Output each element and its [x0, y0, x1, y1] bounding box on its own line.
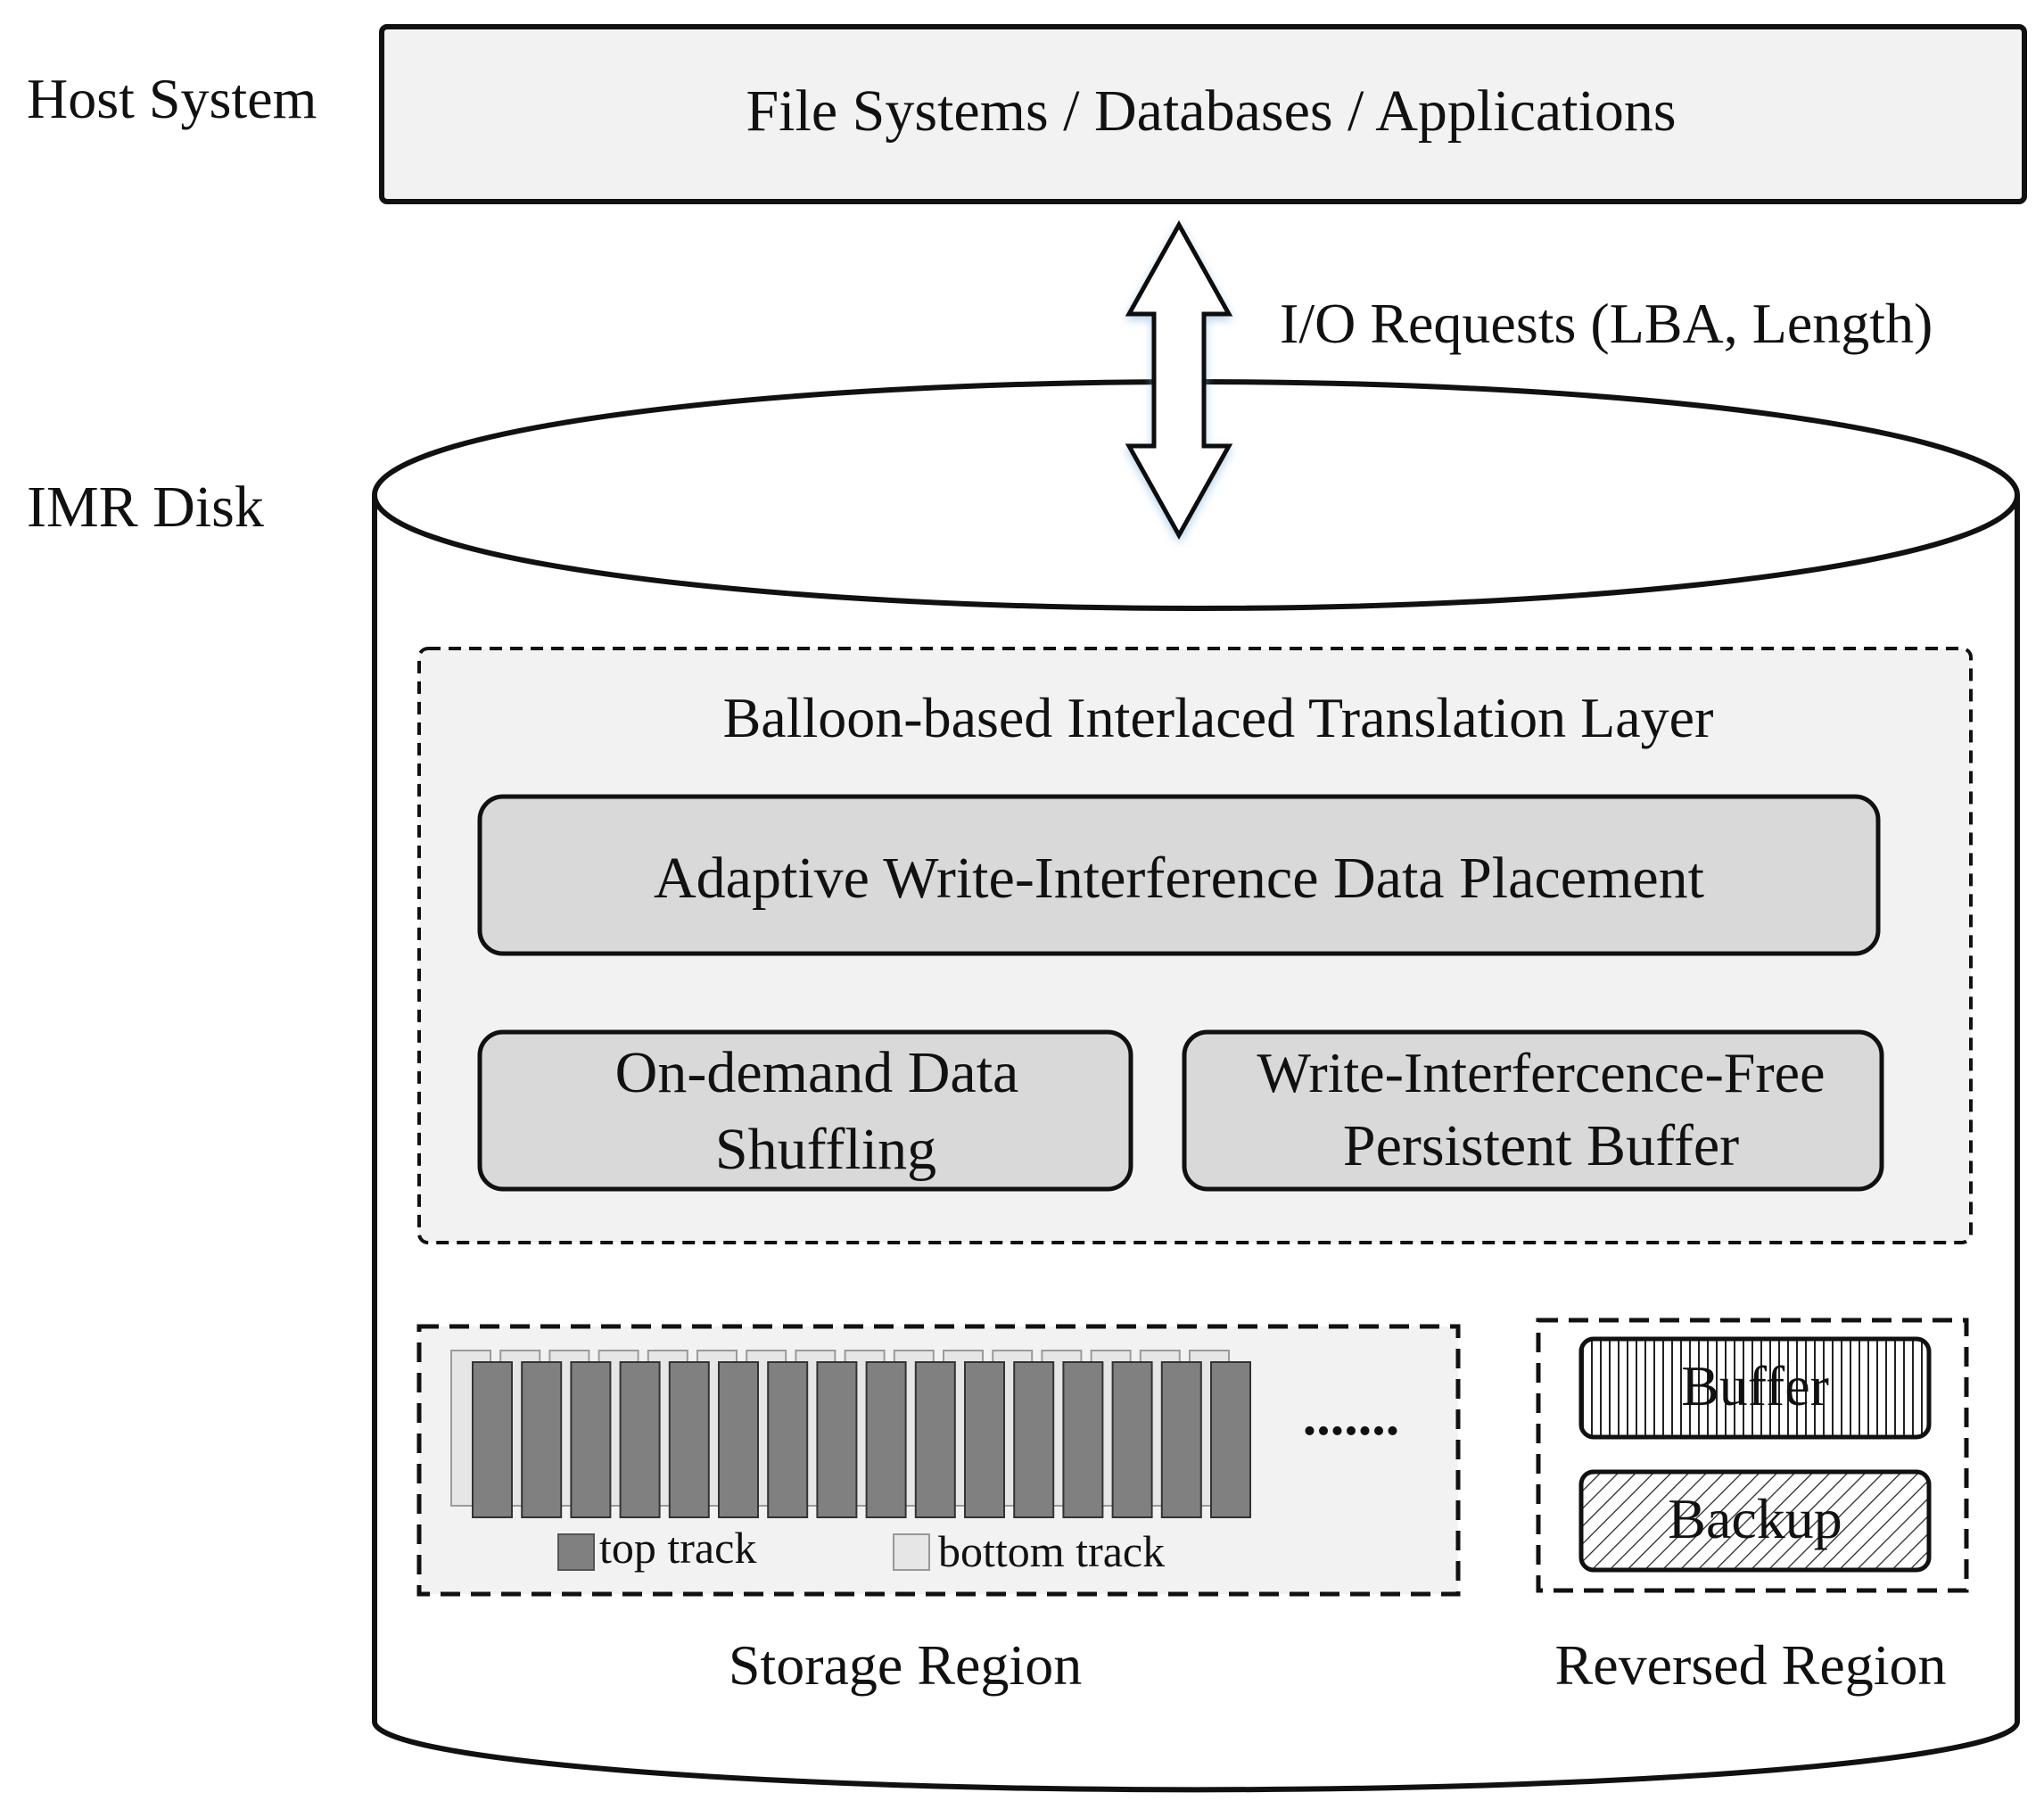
top-track	[718, 1361, 759, 1518]
legend-bottom-track-label: bottom track	[938, 1526, 1165, 1576]
top-track	[570, 1361, 612, 1518]
io-requests-label: I/O Requests (LBA, Length)	[1280, 292, 1933, 355]
data-shuffling-module	[477, 1029, 1133, 1192]
legend-bottom-track-swatch	[893, 1533, 930, 1571]
legend-top-track-swatch	[557, 1533, 595, 1571]
top-track	[472, 1361, 513, 1518]
top-track	[865, 1361, 907, 1518]
storage-region-label: Storage Region	[729, 1633, 1082, 1697]
io-double-arrow-icon	[1125, 219, 1233, 541]
data-placement-module	[477, 794, 1881, 956]
persistent-buffer-text-line1: Write-Interfercence-Free	[1257, 1041, 1826, 1104]
legend-top-track-label: top track	[599, 1523, 756, 1573]
persistent-buffer-module	[1182, 1029, 1884, 1192]
imr-disk-label: IMR Disk	[27, 475, 264, 540]
data-placement-text: Adaptive Write-Interference Data Placeme…	[654, 846, 1704, 911]
top-track	[521, 1361, 563, 1518]
buffer-block	[1578, 1336, 1932, 1440]
buffer-block-text: Buffer	[1681, 1354, 1829, 1417]
host-system-label: Host System	[27, 67, 317, 130]
persistent-buffer-text-line2: Persistent Buffer	[1343, 1113, 1739, 1178]
top-track	[914, 1361, 956, 1518]
top-track	[964, 1361, 1005, 1518]
top-track	[816, 1361, 858, 1518]
track-array	[450, 1350, 1251, 1518]
data-shuffling-text-line2: Shuffling	[715, 1117, 936, 1182]
top-track	[1111, 1361, 1153, 1518]
data-shuffling-text-line1: On-demand Data	[615, 1040, 1019, 1105]
translation-layer-title: Balloon-based Interlaced Translation Lay…	[723, 686, 1714, 749]
storage-ellipsis: .......	[1303, 1386, 1400, 1447]
backup-block-text: Backup	[1668, 1487, 1842, 1550]
top-track	[619, 1361, 661, 1518]
host-applications-text: File Systems / Databases / Applications	[746, 78, 1676, 144]
top-track	[1013, 1361, 1055, 1518]
top-track	[1160, 1361, 1202, 1518]
top-track	[1062, 1361, 1104, 1518]
top-track	[767, 1361, 809, 1518]
top-track	[1210, 1361, 1251, 1518]
top-track	[668, 1361, 710, 1518]
reserved-region-label: Reversed Region	[1555, 1633, 1947, 1697]
host-applications-box	[379, 24, 2027, 204]
backup-block	[1578, 1469, 1932, 1573]
